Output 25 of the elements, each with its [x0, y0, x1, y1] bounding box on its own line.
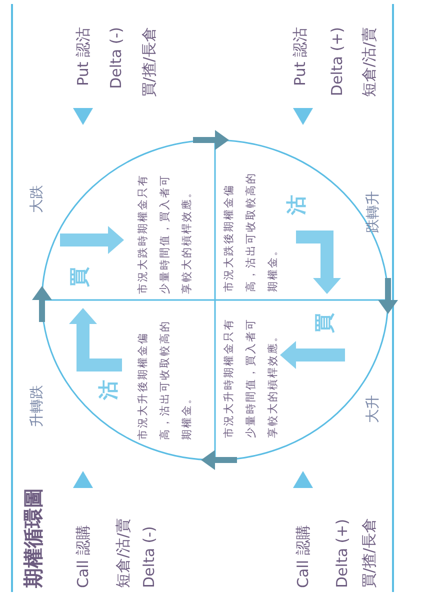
- quadrant-note: 市況大升後期權金偏高，沽出可收取較高的期權金。: [136, 319, 194, 440]
- stage-label: 大升: [364, 395, 382, 423]
- delta-text: Delta (+): [333, 518, 351, 588]
- quadrant-note: 市況大跌後期權金偏高，沽出可收取較高的期權金。: [222, 171, 280, 292]
- option-heading: Call 認購: [294, 525, 313, 588]
- quadrant-note: 市況大跌時期權金只有少量時間值，買入者可享較大的槓桿效應。: [136, 173, 194, 294]
- stage-label: 升轉跌: [28, 385, 46, 427]
- action-letter: 買: [311, 313, 337, 333]
- position-text: 買/揸/長倉: [140, 27, 159, 98]
- option-heading: Call 認購: [74, 525, 93, 588]
- quadrant-note: 市況大升時期權金只有少量時間值，買入者可享較大的槓桿效應。: [222, 317, 280, 438]
- stage-label: 跌轉升: [364, 191, 382, 233]
- diagram-title: 期權循環圖: [20, 488, 46, 588]
- action-letter: 沽: [283, 195, 309, 215]
- option-heading: Put 認沽: [291, 27, 310, 86]
- action-letter: 買: [66, 267, 92, 287]
- position-text: 短倉/沽/賣: [360, 27, 379, 98]
- delta-text: Delta (-): [140, 526, 158, 588]
- delta-text: Delta (+): [328, 27, 346, 96]
- action-letter: 沽: [95, 380, 121, 400]
- position-text: 短倉/沽/賣: [114, 518, 133, 588]
- delta-text: Delta (-): [107, 27, 125, 89]
- stage-label: 大跌: [28, 185, 46, 213]
- position-text: 買/揸/長倉: [360, 518, 379, 588]
- option-heading: Put 認沽: [74, 27, 93, 86]
